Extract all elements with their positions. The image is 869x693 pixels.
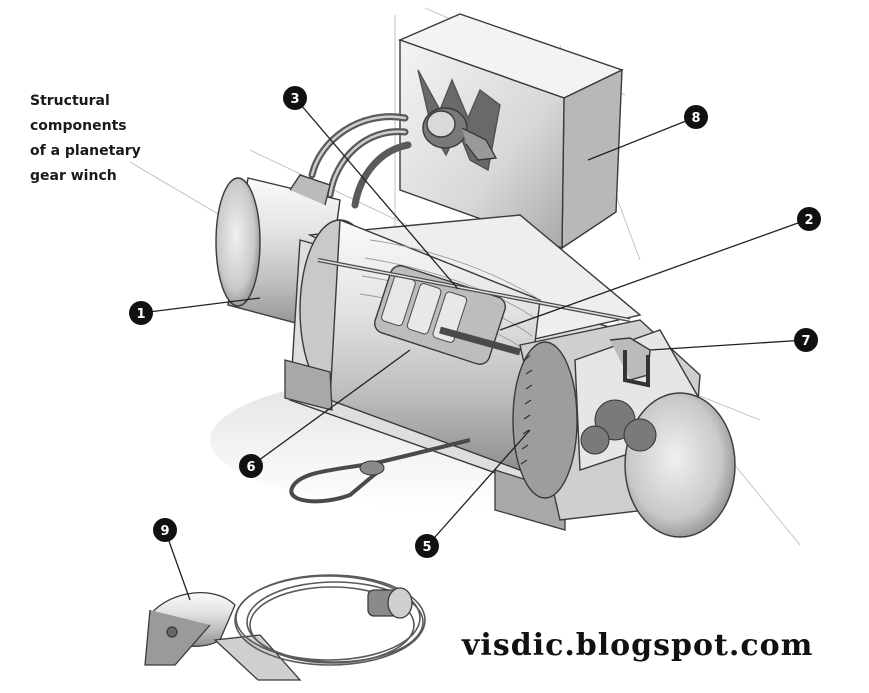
callout-7: 7 bbox=[794, 328, 818, 352]
leader-lines bbox=[140, 97, 810, 601]
callout-2: 2 bbox=[797, 207, 821, 231]
callout-3-label: 3 bbox=[290, 92, 299, 107]
callout-7-label: 7 bbox=[801, 334, 810, 349]
leader-line-9 bbox=[164, 529, 191, 601]
leader-line-8 bbox=[587, 116, 697, 161]
leader-line-5 bbox=[426, 429, 531, 547]
callout-5-label: 5 bbox=[422, 540, 431, 555]
callout-8: 8 bbox=[684, 105, 708, 129]
callout-9: 9 bbox=[153, 518, 177, 542]
gear-housing bbox=[512, 319, 736, 538]
leader-line-3 bbox=[294, 97, 459, 290]
caption-line-2: components bbox=[30, 118, 127, 134]
leader-line-7 bbox=[649, 339, 807, 351]
diagram-caption: Structural components of a planetary gea… bbox=[30, 89, 190, 189]
mounting-feet bbox=[284, 359, 566, 531]
callout-5: 5 bbox=[415, 534, 439, 558]
callout-6: 6 bbox=[239, 454, 263, 478]
remote-cable-coil bbox=[234, 574, 426, 666]
caption-line-1: Structural bbox=[30, 93, 110, 109]
control-box: W bbox=[398, 13, 624, 250]
callout-1-label: 1 bbox=[136, 307, 145, 322]
callout-3: 3 bbox=[283, 86, 307, 110]
caption-line-4: gear winch bbox=[30, 168, 117, 184]
callout-6-label: 6 bbox=[246, 460, 255, 475]
caption-line-3: of a planetary bbox=[30, 143, 141, 159]
leader-line-6 bbox=[250, 349, 411, 467]
callout-9-label: 9 bbox=[160, 524, 169, 539]
remote-plug bbox=[367, 587, 413, 619]
leader-line-1 bbox=[140, 297, 261, 314]
wire-rope-loop bbox=[289, 438, 471, 504]
remote-control bbox=[144, 592, 302, 681]
watermark-text: visdic.blogspot.com bbox=[462, 628, 814, 663]
leader-line-2 bbox=[499, 218, 810, 331]
callout-2-label: 2 bbox=[804, 213, 813, 228]
callout-1: 1 bbox=[129, 301, 153, 325]
callout-8-label: 8 bbox=[691, 111, 700, 126]
